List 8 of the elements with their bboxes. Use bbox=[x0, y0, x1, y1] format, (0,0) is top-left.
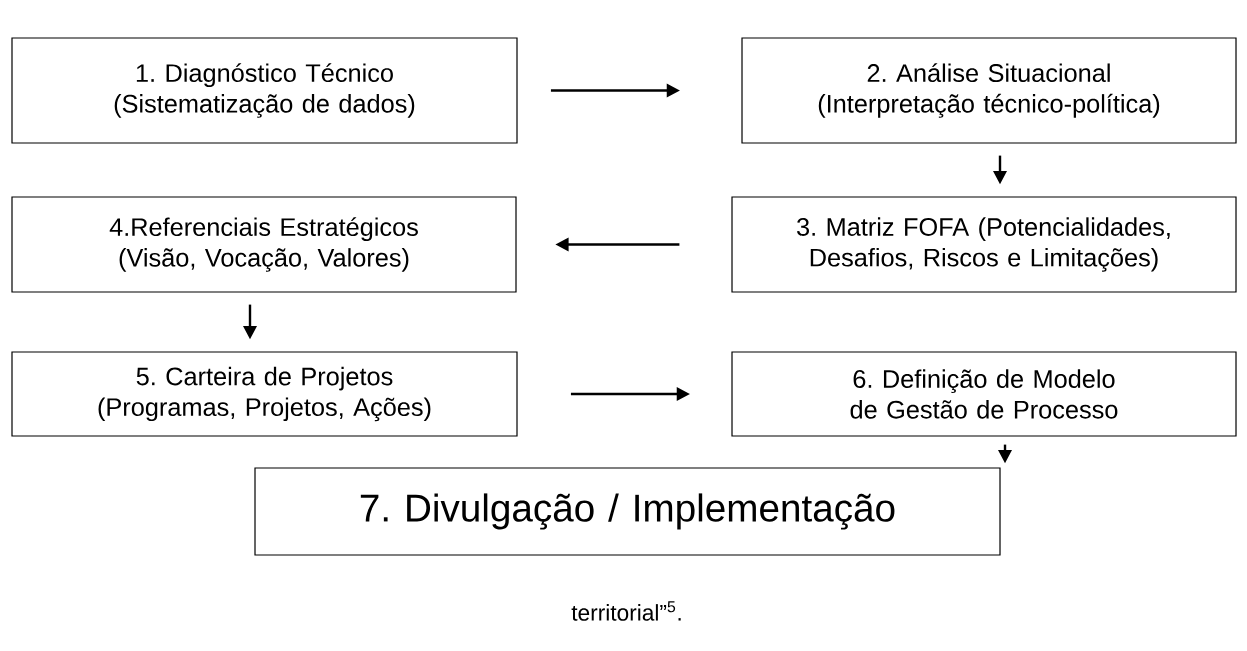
caption-text: territorial”$^{5}$. bbox=[571, 601, 681, 621]
process-box: 6. Definição de Modelo de Gestão de Processo bbox=[731, 351, 1237, 437]
process-box: 2. Análise Situacional (Interpretação técnico-política) bbox=[741, 37, 1237, 144]
process-box: 1. Diagnóstico Técnico (Sistematização de dados) bbox=[11, 37, 518, 144]
process-box: 7. Divulgação / Implementação bbox=[254, 467, 1001, 556]
process-box: 5. Carteira de Projetos (Programas, Projetos, Ações) bbox=[11, 351, 518, 437]
process-box: 4.Referenciais Estratégicos (Visão, Vocação, Valores) bbox=[11, 196, 517, 293]
process-box: 3. Matriz FOFA (Potencialidades, Desafios, Riscos e Limitações) bbox=[731, 196, 1237, 293]
